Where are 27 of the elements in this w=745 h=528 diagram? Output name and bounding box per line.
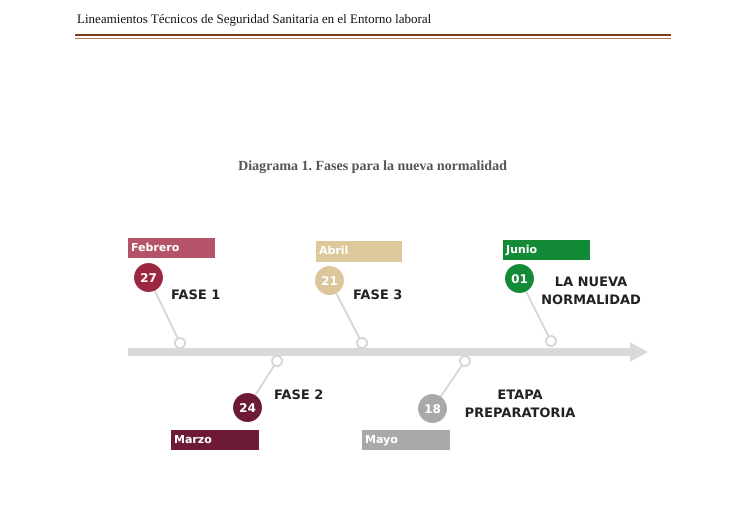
phase-label: LA NUEVA NORMALIDAD (540, 274, 642, 310)
timeline-marker (356, 337, 368, 349)
leader-line (154, 290, 178, 338)
header-text: Lineamientos Técnicos de Seguridad Sanitaria en el Entorno laboral (77, 11, 432, 27)
month-tag: Marzo (171, 430, 259, 450)
date-circle: 18 (418, 394, 447, 423)
phase-label: FASE 1 (171, 287, 222, 305)
leader-line (440, 365, 462, 398)
month-tag: Mayo (362, 430, 450, 450)
timeline-marker (459, 355, 471, 367)
phase-label: ETAPA PREPARATORIA (464, 387, 576, 423)
date-circle: 01 (505, 264, 534, 293)
month-tag: Abril (316, 241, 402, 262)
phase-label: FASE 3 (353, 287, 404, 305)
date-circle: 21 (315, 266, 344, 295)
phase-label: FASE 2 (274, 387, 324, 405)
diagram-title: Diagrama 1. Fases para la nueva normalidad (237, 159, 508, 175)
leader-line (525, 291, 550, 336)
timeline-marker (271, 355, 283, 367)
month-tag: Junio (503, 240, 590, 260)
date-circle: 27 (134, 263, 163, 292)
date-circle: 24 (233, 393, 262, 422)
leader-line (335, 292, 360, 338)
leader-line (254, 366, 275, 396)
timeline-marker (174, 337, 186, 349)
month-tag: Febrero (128, 238, 215, 258)
timeline-marker (545, 335, 557, 347)
